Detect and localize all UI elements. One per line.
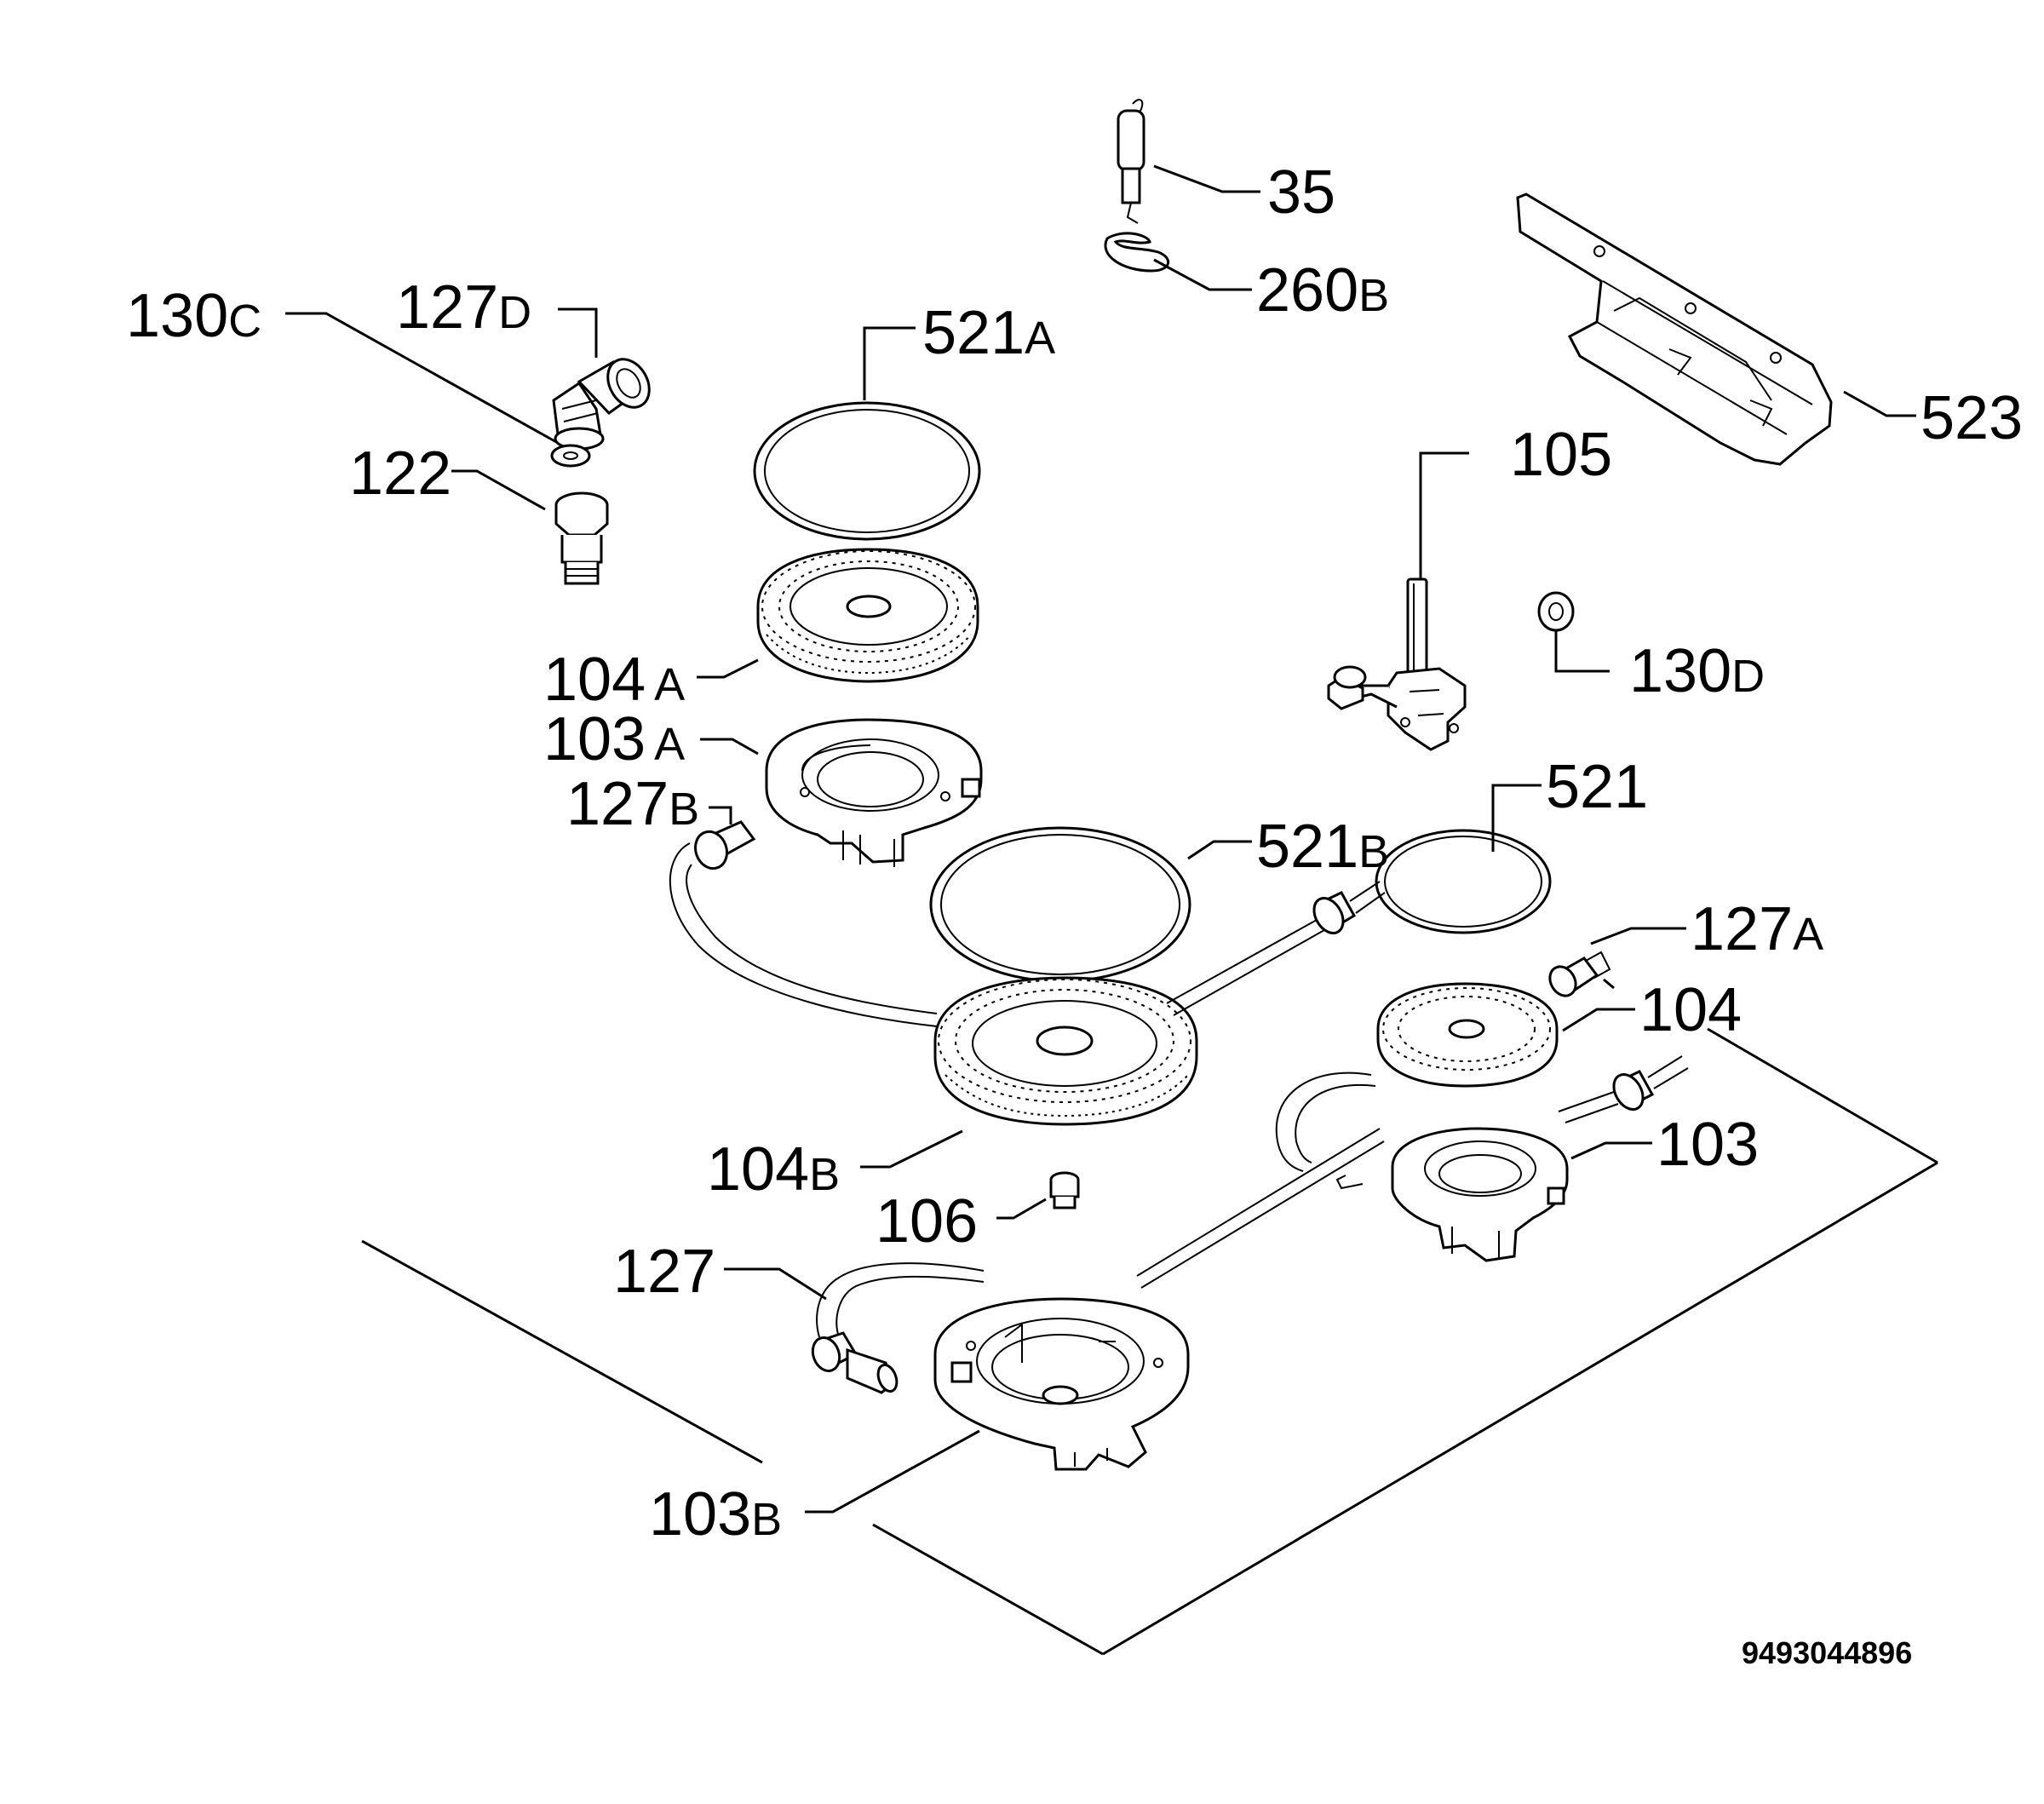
fitting-a-part xyxy=(1548,951,1611,997)
gas-pipe-b-part xyxy=(669,820,938,1027)
burner-cap-small-part xyxy=(1375,829,1552,934)
label-260b: 260B xyxy=(1256,256,1389,325)
label-105: 105 xyxy=(1510,421,1612,489)
drawing-code: 9493044896 xyxy=(1742,1635,1912,1670)
burner-cap-large-part xyxy=(753,401,981,541)
label-130c: 130C xyxy=(126,282,261,350)
label-521b: 521B xyxy=(1256,813,1389,881)
injector-part xyxy=(1049,1171,1080,1209)
burner-cap-medium-part xyxy=(929,826,1191,983)
label-521a: 521A xyxy=(922,299,1055,367)
label-130d: 130D xyxy=(1629,637,1765,705)
label-523: 523 xyxy=(1921,384,2023,452)
label-106: 106 xyxy=(876,1187,978,1255)
burner-base-b-part xyxy=(933,1297,1190,1471)
bracket-part xyxy=(1516,192,1833,466)
label-122: 122 xyxy=(349,440,451,508)
hob-outline xyxy=(361,1027,1938,1656)
flame-spreader-small-part xyxy=(1376,982,1559,1088)
label-104b: 104B xyxy=(707,1135,840,1204)
label-127d: 127D xyxy=(396,273,531,342)
label-127a: 127A xyxy=(1691,895,1823,963)
washer-part xyxy=(550,444,591,468)
gas-pipe-part xyxy=(811,1262,985,1394)
burner-base-a-part xyxy=(765,718,983,867)
ignition-electrode-part xyxy=(1104,99,1169,273)
flame-spreader-a-part xyxy=(756,548,979,683)
gas-pipe-right-part xyxy=(1136,1055,1689,1289)
burner-base-small-part xyxy=(1335,1127,1569,1262)
gas-valve-part xyxy=(1327,577,1467,751)
label-521: 521 xyxy=(1546,753,1648,821)
flame-spreader-b-part xyxy=(933,976,1198,1126)
label-104: 104 xyxy=(1639,976,1742,1044)
leader-lines xyxy=(285,164,1916,1514)
label-127: 127 xyxy=(613,1238,715,1306)
label-103b: 103B xyxy=(649,1480,782,1548)
elbow-connector-part xyxy=(552,358,651,451)
label-35: 35 xyxy=(1267,158,1335,227)
valve-washer-part xyxy=(1537,591,1575,632)
gas-pipe-upper-part xyxy=(1166,881,1386,1016)
label-127b: 127B xyxy=(566,770,699,838)
label-103: 103 xyxy=(1656,1111,1759,1179)
gas-connector-part xyxy=(554,491,609,585)
